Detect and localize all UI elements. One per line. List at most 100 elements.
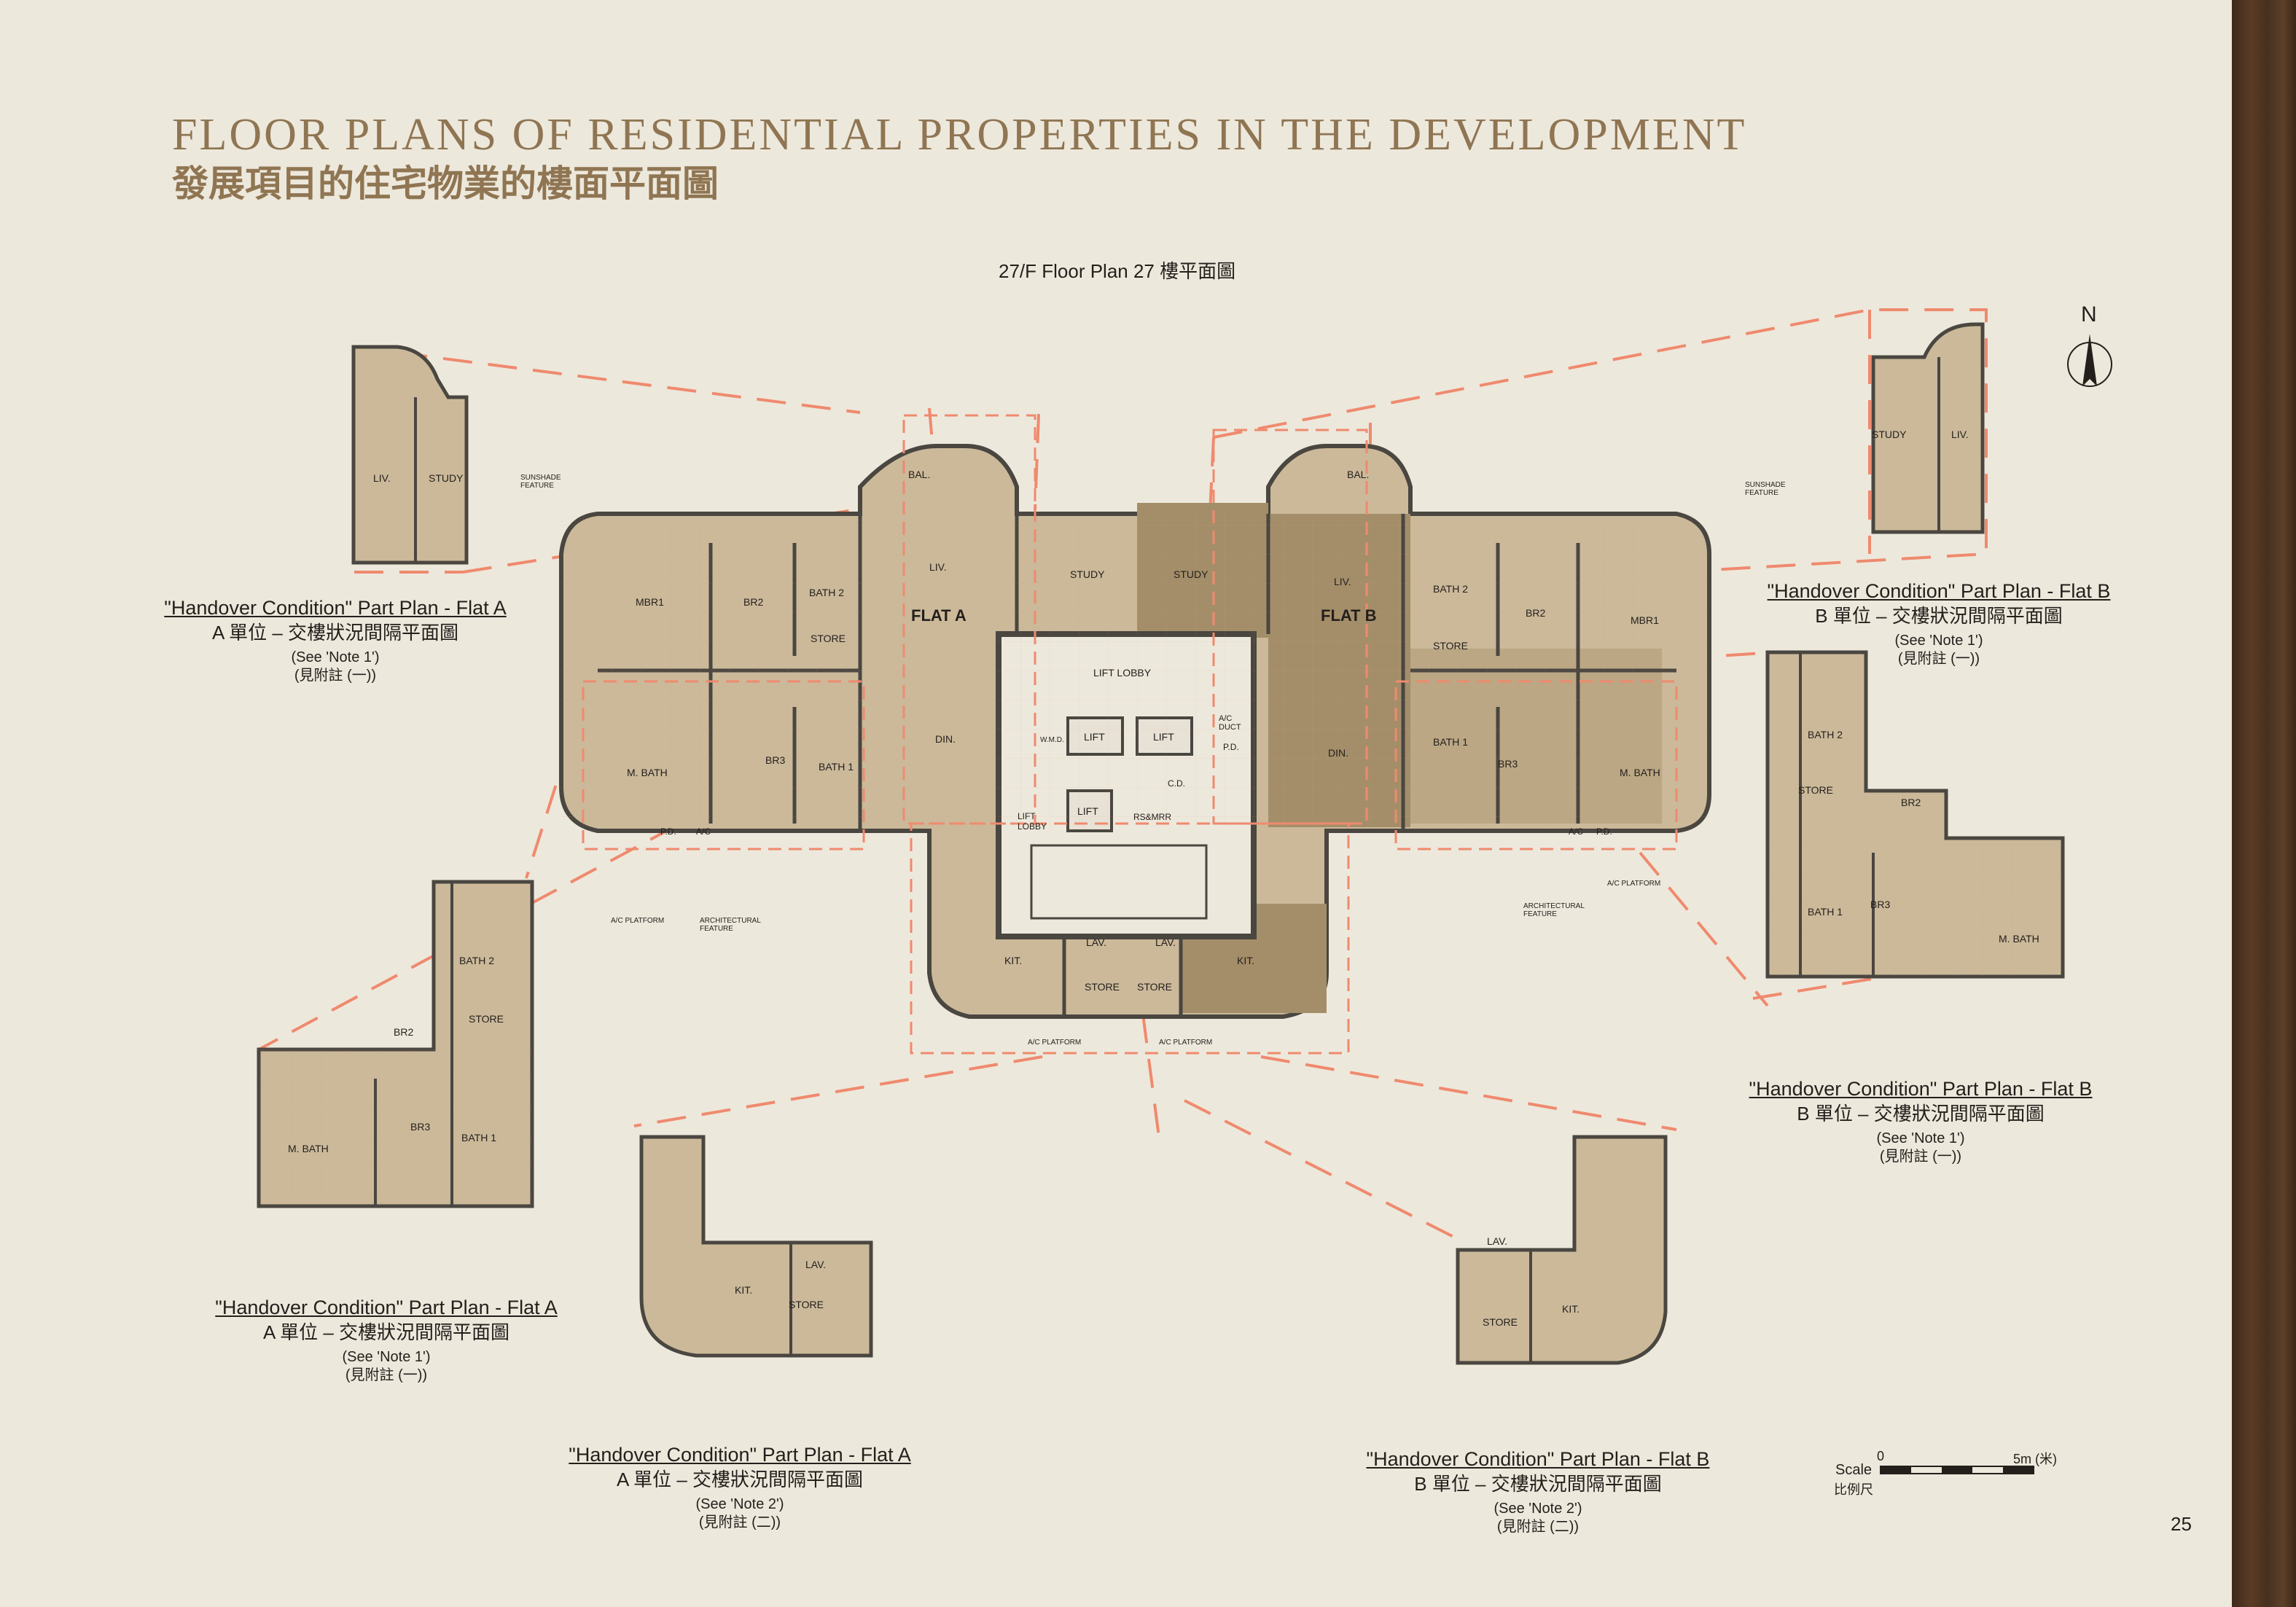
caption-a-bed: "Handover Condition" Part Plan - Flat A … xyxy=(204,1296,569,1385)
core-lift-lobby-2: LIFT LOBBY xyxy=(1018,811,1047,832)
caption-b-bed: "Handover Condition" Part Plan - Flat B … xyxy=(1738,1077,2103,1166)
page-number: 25 xyxy=(2171,1513,2192,1535)
label-pd-b: P.D. xyxy=(1596,826,1612,837)
floor-plan-title: 27/F Floor Plan 27 樓平面圖 xyxy=(999,260,1236,282)
room-br3-a: BR3 xyxy=(765,754,786,766)
room-din-b: DIN. xyxy=(1328,747,1348,759)
core-wmd: W.M.D. xyxy=(1040,736,1064,744)
label-arch-feature-a: ARCHITECTURAL FEATURE xyxy=(700,917,761,933)
room-mbr1-a: MBR1 xyxy=(636,596,664,608)
caption-line2: A 單位 – 交樓狀況間隔平面圖 xyxy=(262,1321,510,1343)
caption-line4: (見附註 (二)) xyxy=(1496,1519,1580,1536)
room-lav-a: LAV. xyxy=(1086,937,1107,948)
flat-b-label: FLAT B xyxy=(1321,606,1377,625)
caption-line4: (見附註 (二)) xyxy=(698,1514,781,1531)
pp-b-kit-room-lav: LAV. xyxy=(1487,1235,1508,1247)
label-ac-platform-c: A/C PLATFORM xyxy=(1028,1039,1082,1047)
pp-a-bed-room-bath1: BATH 1 xyxy=(461,1132,496,1143)
caption-line3: (See 'Note 1') xyxy=(1876,1130,1965,1147)
pp-b-liv-room-liv: LIV. xyxy=(1951,429,1969,440)
label-ac-platform-a: A/C PLATFORM xyxy=(611,917,665,925)
label-arch-feature-b: ARCHITECTURAL FEATURE xyxy=(1523,902,1585,918)
core-rsmrr: RS&MRR xyxy=(1133,812,1172,822)
core-pd: P.D. xyxy=(1223,742,1239,752)
room-br2-b: BR2 xyxy=(1526,607,1546,619)
scale-start: 0 xyxy=(1877,1449,1885,1463)
room-br3-b: BR3 xyxy=(1498,758,1518,770)
pp-a-bed-room-mbath: M. BATH xyxy=(288,1143,329,1154)
core-lift-1: LIFT xyxy=(1084,731,1105,743)
part-plan-b-liv xyxy=(1871,322,1985,534)
caption-line1: "Handover Condition" Part Plan - Flat A xyxy=(569,1444,911,1466)
pp-b-bed-room-store: STORE xyxy=(1798,784,1833,796)
caption-a-kit: "Handover Condition" Part Plan - Flat A … xyxy=(558,1443,922,1532)
label-sunshade-b: SUNSHADE FEATURE xyxy=(1745,481,1786,497)
part-plan-b-kit xyxy=(1456,1135,1668,1365)
caption-line3: (See 'Note 1') xyxy=(291,649,380,666)
core-ac-duct: A/C DUCT xyxy=(1219,714,1241,732)
pp-a-liv-room-liv: LIV. xyxy=(373,472,391,484)
pp-b-bed-room-br2: BR2 xyxy=(1901,797,1921,808)
label-ac-platform-d: A/C PLATFORM xyxy=(1159,1039,1213,1047)
pp-a-liv-room-study: STUDY xyxy=(429,472,464,484)
label-ac-b: A/C xyxy=(1569,826,1584,837)
scale-end: 5m (米) xyxy=(2013,1452,2057,1466)
room-mbath-b: M. BATH xyxy=(1620,767,1660,778)
caption-line4: (見附註 (一)) xyxy=(294,668,377,684)
room-lav-b: LAV. xyxy=(1155,937,1176,948)
caption-line1: "Handover Condition" Part Plan - Flat A xyxy=(164,597,507,619)
caption-a-liv: "Handover Condition" Part Plan - Flat A … xyxy=(153,596,518,685)
part-plan-a-bed xyxy=(257,880,534,1208)
pp-a-bed-room-br2: BR2 xyxy=(394,1026,414,1038)
scale-label: Scale xyxy=(1835,1462,1873,1478)
room-mbr1-b: MBR1 xyxy=(1631,614,1659,626)
scale-label-zh: 比例尺 xyxy=(1834,1482,1873,1497)
room-kit-b: KIT. xyxy=(1237,955,1255,966)
caption-line1: "Handover Condition" Part Plan - Flat B xyxy=(1366,1448,1710,1470)
caption-b-kit: "Handover Condition" Part Plan - Flat B … xyxy=(1356,1447,1720,1536)
pp-b-bed-room-mbath: M. BATH xyxy=(1999,933,2039,945)
pp-a-bed-room-br3: BR3 xyxy=(410,1121,431,1133)
part-plan-a-kit xyxy=(639,1135,873,1358)
room-store-a: STORE xyxy=(811,633,846,644)
room-store2-b: STORE xyxy=(1137,981,1172,993)
caption-line4: (見附註 (一)) xyxy=(1879,1149,1962,1165)
room-bath1-b: BATH 1 xyxy=(1433,736,1468,748)
pp-a-kit-room-store: STORE xyxy=(789,1299,824,1310)
label-ac-a: A/C xyxy=(696,826,711,837)
room-bath1-a: BATH 1 xyxy=(819,761,854,773)
scale-bar xyxy=(1880,1466,2034,1474)
core-cd: C.D. xyxy=(1168,778,1185,789)
caption-line2: B 單位 – 交樓狀況間隔平面圖 xyxy=(1414,1472,1662,1495)
caption-line2: A 單位 – 交樓狀況間隔平面圖 xyxy=(616,1468,864,1490)
part-plan-b-bed xyxy=(1765,650,2065,979)
pp-b-bed-room-bath1: BATH 1 xyxy=(1808,906,1843,918)
room-bal-a: BAL. xyxy=(908,469,931,480)
compass-label: N xyxy=(2081,302,2097,327)
room-br2-a: BR2 xyxy=(743,596,764,608)
caption-line1: "Handover Condition" Part Plan - Flat B xyxy=(1767,580,2111,602)
page-title-en: FLOOR PLANS OF RESIDENTIAL PROPERTIES IN… xyxy=(172,110,1747,160)
caption-line2: B 單位 – 交樓狀況間隔平面圖 xyxy=(1797,1102,2045,1125)
floor-plan-drawing xyxy=(257,308,2112,1474)
caption-line1: "Handover Condition" Part Plan - Flat B xyxy=(1749,1078,2093,1100)
caption-line3: (See 'Note 1') xyxy=(342,1349,431,1366)
room-bath2-a: BATH 2 xyxy=(809,587,844,598)
room-study-b: STUDY xyxy=(1174,568,1208,580)
room-bal-b: BAL. xyxy=(1347,469,1370,480)
part-plan-a-liv xyxy=(351,345,469,565)
room-study-a: STUDY xyxy=(1070,568,1105,580)
leather-edge xyxy=(2232,0,2296,1607)
room-mbath-a: M. BATH xyxy=(627,767,668,778)
pp-b-bed-room-bath2: BATH 2 xyxy=(1808,729,1843,740)
pp-a-bed-room-store: STORE xyxy=(469,1013,504,1025)
room-store-b: STORE xyxy=(1433,640,1468,652)
pp-a-kit-room-kit: KIT. xyxy=(735,1284,753,1296)
label-pd-a: P.D. xyxy=(660,826,676,837)
caption-line1: "Handover Condition" Part Plan - Flat A xyxy=(215,1297,558,1318)
pp-a-kit-room-lav: LAV. xyxy=(805,1259,827,1270)
label-ac-platform-b: A/C PLATFORM xyxy=(1607,880,1661,888)
label-sunshade-a: SUNSHADE FEATURE xyxy=(520,474,561,490)
caption-line2: A 單位 – 交樓狀況間隔平面圖 xyxy=(211,621,459,644)
room-kit-a: KIT. xyxy=(1004,955,1023,966)
